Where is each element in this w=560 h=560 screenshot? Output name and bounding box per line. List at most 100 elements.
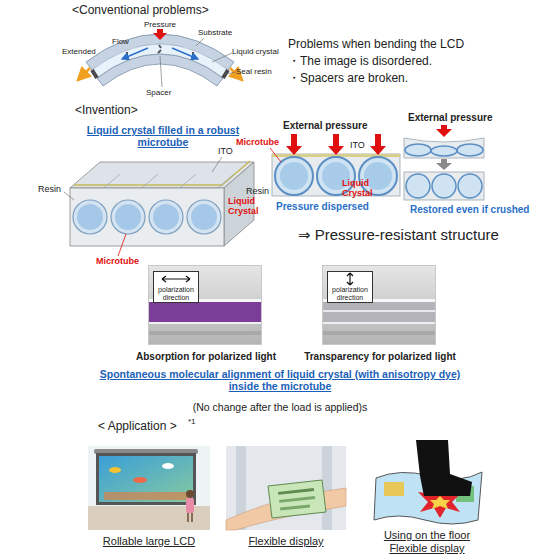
display-content [279,496,315,503]
feature-title: Spontaneous molecular alignment of liqui… [90,368,470,392]
photo-panel: Absorption for polarized lightpolarizati… [148,265,262,345]
screen-fish [109,467,121,473]
photo-streak [148,331,262,335]
section-heading: <Conventional problems> [72,4,209,18]
part-label: ITO [350,140,365,150]
crushed-panel [404,138,484,158]
display-frame [96,453,196,505]
part-label: Liquid crystal [232,47,279,56]
conclusion-text: ⇒ Pressure-resistant structure [298,226,499,243]
photo-background [322,265,436,345]
flow-arrow [122,48,148,59]
part-label: Resin [246,186,269,196]
flow-arrow [172,48,198,59]
restored-panel [404,172,484,200]
crushed-tube [431,146,457,156]
crushed-tube [457,144,483,156]
polarization-box: polarization direction [327,271,373,303]
boot [416,440,472,496]
box-text: polarization direction [154,286,198,301]
spacer [192,52,194,59]
part-label: Substrate [198,28,232,37]
dyed-microtube-band [148,302,262,322]
impact-core [430,496,450,509]
photo-background [148,265,262,345]
result-label: Restored even if crushed [410,204,529,216]
polarization-box: polarization direction [153,271,199,303]
girl-leg [191,513,193,522]
broken-spacer [158,50,161,53]
pressure-arrow [436,125,452,137]
leader-line [226,72,236,74]
crushed-tube [405,144,431,156]
scene-background [226,446,346,530]
substrate-layer [97,54,223,86]
section-heading: <Invention> [75,104,138,118]
leader-line [196,38,204,46]
double-arrow [347,273,353,285]
ito-layer [74,161,250,185]
part-label: Seal resin [236,67,272,76]
liquid-crystal-core [280,162,308,190]
microtube [149,200,183,234]
resin-top-face [70,162,254,188]
resin-layer [272,154,400,196]
part-label: Liquid Crystal [228,196,268,217]
problem-text: Problems when bending the LCD [288,38,464,52]
liquid-crystal-core [191,204,217,230]
liquid-crystal-core [77,204,103,230]
part-label: Extended [62,47,96,56]
girl-body [186,498,194,513]
problem-text: ・The image is disordered. [288,55,432,69]
microtube [275,157,313,195]
microtube [406,174,430,198]
microtube [458,174,482,198]
broken-spacer [159,45,161,48]
display-content [278,488,314,495]
force-label: External pressure [408,112,493,124]
part-label: Microtube [236,137,279,147]
part-label: Resin [38,184,61,194]
photo-streak [322,331,436,335]
application-image: Rollable large LCD [88,446,210,530]
microtube [187,200,221,234]
caption: Using on the floor Flexible display [372,529,482,555]
screen-fish [133,477,147,483]
spacer [126,52,128,59]
pressure-arrow [370,134,386,155]
microtube [73,200,107,234]
microtube [432,174,456,198]
caption: Rollable large LCD [68,535,230,548]
polarization-arrow [154,272,198,286]
liquid-crystal-core [115,204,141,230]
part-label: Pressure [144,20,176,29]
leader-line [160,56,162,87]
force-label: External pressure [283,120,368,132]
display-content [280,504,310,510]
girl-leg [187,513,189,522]
part-label: Flow [112,37,129,46]
extend-arrow [78,68,90,80]
section-heading: < Application > [98,420,177,434]
application-image: Using on the floor Flexible display [372,440,482,524]
microtube [111,200,145,234]
pressure-arrow [286,134,302,155]
photo-highlight [148,322,262,324]
seal-resin [92,70,97,78]
screen-coral [104,492,188,500]
screen-fish [162,463,174,469]
leader-line [212,53,232,62]
leader-line [64,192,74,200]
application-image: Flexible display [226,446,346,530]
part-label: ITO [218,146,233,156]
feature-title: Liquid crystal filled in a robust microt… [86,124,240,148]
part-label: Liquid Crystal [342,178,387,199]
pressure-arrow [153,29,167,40]
part-label: Microtube [96,256,139,266]
photo-highlight [322,310,436,312]
display-image [384,482,404,496]
leader-line [118,234,126,256]
clear-microtube-band [322,302,436,322]
